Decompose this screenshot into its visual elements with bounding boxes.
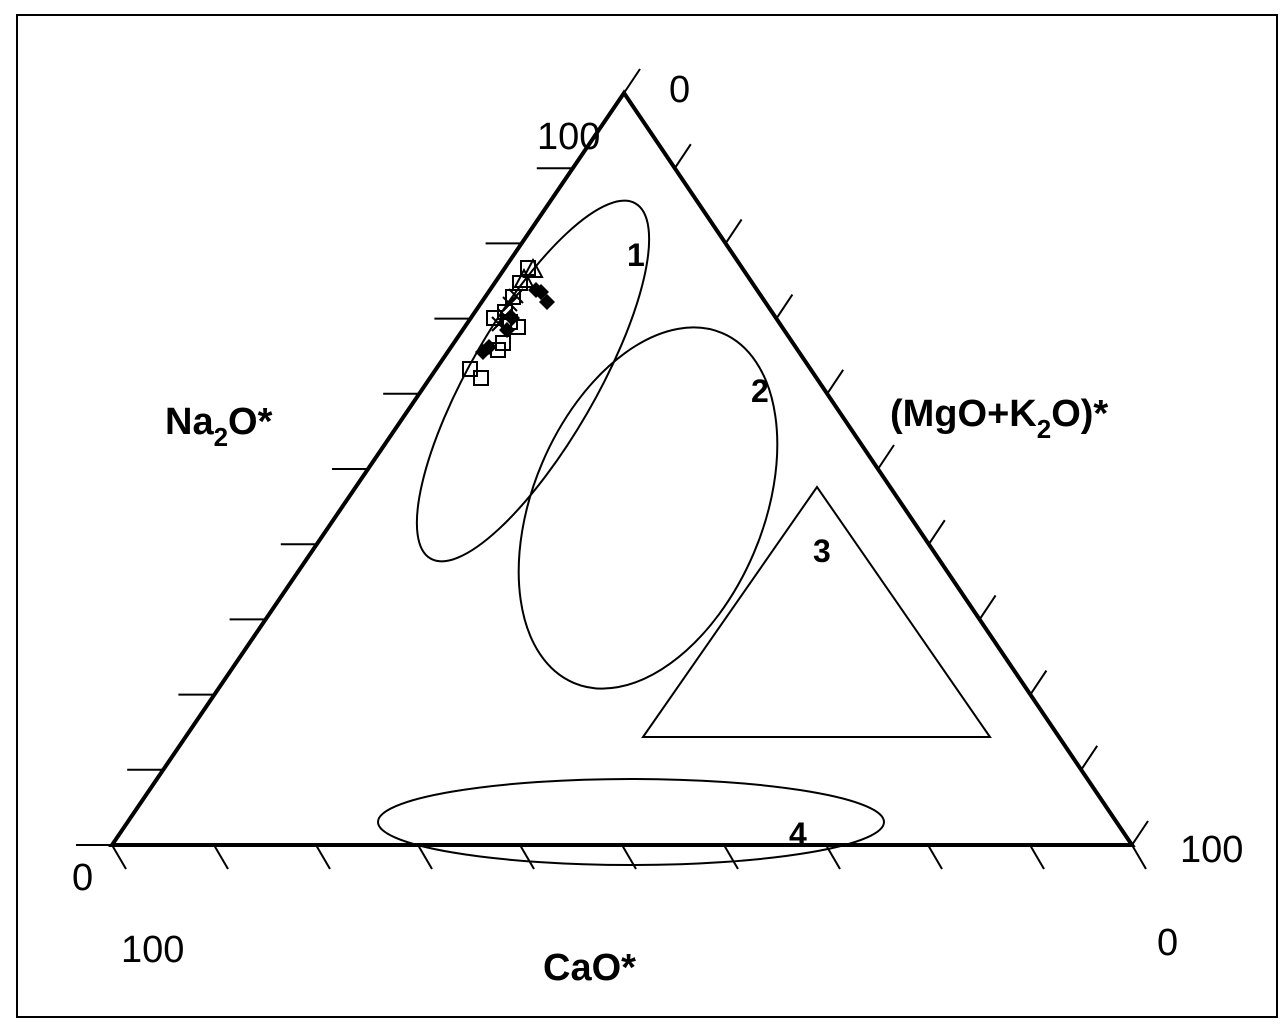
field-1-label: 1 xyxy=(627,237,645,273)
left-axis-ticks xyxy=(76,167,573,846)
right-tick xyxy=(978,594,997,620)
filled-diamond-marker xyxy=(475,344,491,360)
cross-marker xyxy=(497,308,513,324)
bottom-tick xyxy=(723,844,739,870)
field-1-outline xyxy=(415,199,651,563)
left-axis-subscript: 2 xyxy=(214,422,228,452)
open-square-marker xyxy=(473,370,489,386)
right-tick xyxy=(1029,670,1048,696)
bottom-tick xyxy=(315,844,331,870)
bottom-tick xyxy=(927,844,943,870)
bottom-tick xyxy=(1029,844,1045,870)
cross-marker xyxy=(491,316,507,332)
open-triangle-marker xyxy=(513,267,535,288)
left-zero-label: 0 xyxy=(72,857,93,899)
filled-diamond-marker xyxy=(499,322,515,338)
open-square-marker xyxy=(462,361,478,377)
bottom-axis-ticks xyxy=(111,844,1147,870)
left-axis-title: Na2O* xyxy=(165,401,273,452)
right-hundred-label: 100 xyxy=(1180,829,1243,871)
right-axis-ticks xyxy=(623,68,1149,846)
cross-stroke xyxy=(508,288,524,304)
sample-markers xyxy=(462,257,555,386)
right-tick xyxy=(877,444,895,470)
bottom-axis-title: CaO* xyxy=(543,947,636,989)
open-square-marker xyxy=(486,310,502,326)
field-3-label: 3 xyxy=(813,533,831,569)
top-zero-label: 0 xyxy=(669,69,690,111)
right-axis-title: (MgO+K2O)* xyxy=(890,393,1108,444)
right-tick xyxy=(1080,745,1099,771)
cross-stroke xyxy=(497,308,513,324)
right-tick xyxy=(826,369,845,395)
right-tick xyxy=(623,68,641,94)
field-2-outline xyxy=(517,326,779,690)
right-zero-label: 0 xyxy=(1157,922,1178,964)
cross-stroke xyxy=(491,316,507,332)
right-tick xyxy=(673,143,692,169)
left-hundred-label: 100 xyxy=(121,929,184,971)
right-axis-subscript: 2 xyxy=(1037,414,1051,444)
right-tick xyxy=(724,218,743,244)
bottom-tick xyxy=(417,844,433,870)
left-axis-suffix: O* xyxy=(228,401,273,443)
ternary-triangle xyxy=(108,89,1136,847)
cross-stroke xyxy=(502,296,518,312)
right-axis-suffix: O)* xyxy=(1051,393,1108,435)
bottom-tick xyxy=(213,844,229,870)
bottom-tick xyxy=(1131,844,1147,870)
field-4-outline xyxy=(377,778,885,866)
left-axis-prefix: Na xyxy=(165,401,214,443)
right-tick xyxy=(927,519,946,545)
right-tick xyxy=(1131,820,1149,846)
plot-frame xyxy=(16,14,1278,1018)
top-hundred-label: 100 xyxy=(537,116,600,158)
filled-diamond-marker xyxy=(539,294,555,310)
cross-marker xyxy=(502,296,518,312)
field-3-outline xyxy=(641,485,992,738)
bottom-tick xyxy=(519,844,535,870)
right-tick xyxy=(775,294,794,320)
right-axis-prefix: (MgO+K xyxy=(890,393,1037,435)
field-4-label: 4 xyxy=(789,816,807,852)
cross-marker xyxy=(508,288,524,304)
bottom-tick xyxy=(111,844,127,870)
field-2-label: 2 xyxy=(751,373,769,409)
open-triangle-marker xyxy=(522,257,544,278)
